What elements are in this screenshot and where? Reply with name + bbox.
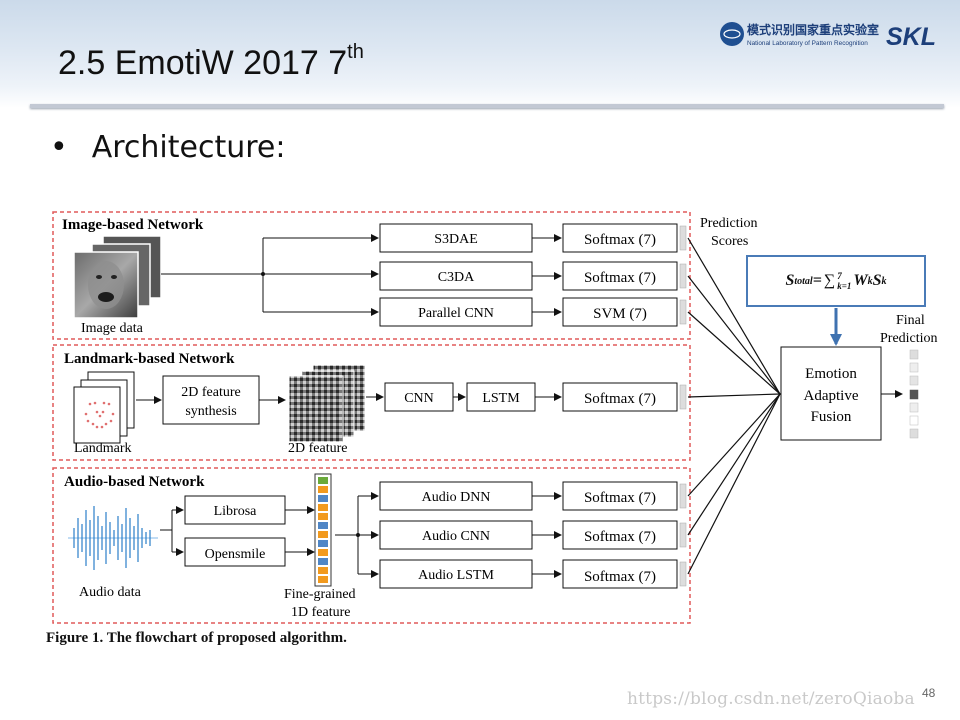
image-svm: SVM (7) [593,306,647,322]
feature-cell [318,504,328,511]
slide-title: 2.5 EmotiW 2017 7th [58,40,364,82]
landmark-network-frame [52,344,691,461]
audio-data-caption: Audio data [79,585,142,600]
page-number: 48 [922,686,936,700]
final-prediction-bars [909,349,919,439]
landmark-network-title: Landmark-based Network [64,351,235,367]
audio-softmax-1: Softmax (7) [584,490,656,506]
fusion-box [780,346,882,441]
audio-dnn-box: Audio DNN [422,490,491,505]
slide-header-background [0,0,960,108]
feature-cell [318,531,328,538]
feature-cell [318,477,328,484]
skl-mark: SKL [886,23,936,50]
bullet-point: •Architecture: [50,130,286,165]
image-softmax-2: Softmax (7) [584,270,656,286]
final-prediction-label: Final [896,313,925,328]
bullet-text: Architecture: [91,130,286,165]
audio-network-frame [52,467,691,624]
logo-chinese-text: 模式识别国家重点实验室 [747,22,879,37]
feature-cell [318,567,328,574]
c3da-box: C3DA [438,270,475,285]
audio-waveform [68,506,158,570]
figure-caption: Figure 1. The flowchart of proposed algo… [46,630,347,646]
prediction-scores-label: Prediction [700,216,758,231]
lab-emblem-icon [720,22,744,46]
audio-lstm-box: Audio LSTM [418,568,494,583]
feature-cell [318,549,328,556]
2d-feature-image [288,375,344,443]
audio-network-title: Audio-based Network [64,474,205,490]
feature-cell [318,576,328,583]
feature-cell [318,486,328,493]
logo-english-text: National Laboratory of Pattern Recogniti… [747,40,868,47]
image-network-title: Image-based Network [62,217,204,233]
audio-cnn-box: Audio CNN [422,529,490,544]
svg-text:synthesis: synthesis [185,404,236,419]
svg-text:Fusion: Fusion [811,409,852,425]
score-to-fusion-lines [687,237,781,575]
feature-cell [318,522,328,529]
lab-logo: 模式识别国家重点实验室 National Laboratory of Patte… [720,22,936,50]
audio-softmax-3: Softmax (7) [584,569,656,585]
image-softmax-1: Softmax (7) [584,232,656,248]
feature-cell [318,558,328,565]
svg-text:Adaptive: Adaptive [804,388,859,404]
svg-text:2D feature: 2D feature [181,385,240,400]
svg-text:1D feature: 1D feature [291,605,350,620]
svg-text:Scores: Scores [711,234,748,249]
svg-text:Prediction: Prediction [880,331,938,346]
2d-feature-caption: 2D feature [288,441,347,456]
feature-synthesis-box [162,375,260,425]
feature-cell [318,513,328,520]
image-network-frame [52,211,691,340]
landmark-lstm-box: LSTM [482,391,520,406]
svg-text:Emotion: Emotion [805,366,857,382]
image-data-caption: Image data [81,321,144,336]
fine-grained-feature-vector [314,473,332,587]
parallel-cnn-box: Parallel CNN [418,306,494,321]
feature-cell [318,540,328,547]
watermark-url: https://blog.csdn.net/zeroQiaoba [627,689,915,709]
feature-cell [318,495,328,502]
fine-grained-caption: Fine-grained [284,587,356,602]
librosa-box: Librosa [214,504,258,519]
audio-softmax-2: Softmax (7) [584,529,656,545]
landmark-cnn-box: CNN [404,391,434,406]
opensmile-box: Opensmile [205,547,266,562]
landmark-softmax: Softmax (7) [584,391,656,407]
header-divider [30,104,944,108]
landmark-caption: Landmark [74,441,132,456]
s3dae-box: S3DAE [434,232,478,247]
